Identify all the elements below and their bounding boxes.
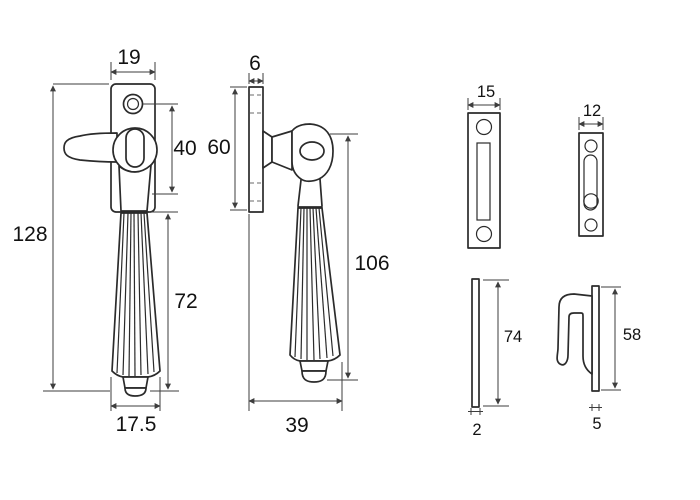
mortise-plate-top-hole xyxy=(475,118,493,136)
dim-overall-height: 128 xyxy=(12,83,179,392)
dim-label-hook-keep-height: 58 xyxy=(623,326,641,344)
side-head-eye xyxy=(299,141,325,161)
hook-keep-plate xyxy=(591,285,600,392)
dim-label-flat-keep-thickness: 2 xyxy=(472,421,481,439)
dim-label-handle-length: 106 xyxy=(354,252,389,275)
dim-label-flat-keep-height: 74 xyxy=(504,328,522,346)
front-thumb-slide xyxy=(125,128,145,168)
dim-label-slide-plate-width: 12 xyxy=(583,102,601,120)
side-neck-flare xyxy=(271,130,293,171)
mortise-plate-slot xyxy=(476,142,491,221)
flat-keep-view: 74 2 xyxy=(468,278,522,439)
side-knob-cap xyxy=(299,360,329,372)
slide-plate xyxy=(578,132,604,237)
front-cone-flutes xyxy=(116,212,155,377)
dim-label-handle-drop: 72 xyxy=(174,290,197,313)
slide-plate-bottom-hole xyxy=(584,218,598,232)
side-shank xyxy=(297,178,323,208)
dim-label-projection: 39 xyxy=(285,414,308,437)
dim-projection: 39 xyxy=(248,214,343,437)
slide-plate-view: 12 xyxy=(578,102,604,237)
side-cone-flutes xyxy=(294,207,334,361)
dim-label-knob-width: 17.5 xyxy=(116,413,157,436)
dim-hook-keep-thickness: 5 xyxy=(589,404,602,433)
hook-keep-hook xyxy=(556,293,593,375)
side-knob-dome xyxy=(301,370,327,383)
dim-label-plate-thickness: 6 xyxy=(249,52,261,75)
flat-keep-plate xyxy=(471,278,480,408)
slide-plate-slot-bolt xyxy=(583,193,599,209)
side-screw-hidden-lines xyxy=(250,94,262,202)
front-knob-cap xyxy=(122,376,149,389)
dim-label-plate-height: 60 xyxy=(207,136,230,159)
side-neck-hub xyxy=(262,130,273,169)
dim-plate-thickness: 6 xyxy=(248,52,264,84)
dim-hook-keep-height: 58 xyxy=(601,286,641,391)
dim-label-hook-keep-thickness: 5 xyxy=(592,415,601,433)
side-view: 6 60 106 39 xyxy=(207,52,389,437)
dim-handle-length: 106 xyxy=(327,133,390,381)
dim-mortise-plate-width: 15 xyxy=(467,83,501,110)
front-lever-arm xyxy=(63,132,118,163)
dim-handle-drop: 72 xyxy=(149,211,198,390)
dim-flat-keep-thickness: 2 xyxy=(468,408,483,439)
dim-label-mortise-plate-width: 15 xyxy=(477,83,495,101)
dim-plate-height: 60 xyxy=(207,86,247,211)
dim-label-overall-height: 128 xyxy=(12,223,47,246)
dim-knob-width: 17.5 xyxy=(110,377,161,436)
dim-flat-keep-height: 74 xyxy=(483,279,522,407)
side-backplate xyxy=(248,86,264,213)
front-neck xyxy=(118,164,152,212)
mortise-plate-view: 15 xyxy=(467,83,501,249)
slide-plate-slot xyxy=(583,154,598,211)
front-screw-hole-outer xyxy=(122,93,144,115)
hook-keep-view: 58 5 xyxy=(556,285,641,433)
dim-spindle-offset: 40 xyxy=(143,103,197,195)
mortise-plate xyxy=(467,112,501,249)
dim-plate-width: 19 xyxy=(110,46,156,80)
dim-slide-plate-width: 12 xyxy=(578,102,604,130)
mortise-plate-bottom-hole xyxy=(475,225,493,243)
front-screw-hole-inner xyxy=(126,97,140,111)
slide-plate-top-hole xyxy=(584,139,598,153)
front-knob-dome xyxy=(124,387,147,397)
dim-label-plate-width: 19 xyxy=(117,46,140,69)
dim-label-spindle-offset: 40 xyxy=(173,137,196,160)
front-view: 19 128 40 72 17.5 xyxy=(12,46,197,436)
